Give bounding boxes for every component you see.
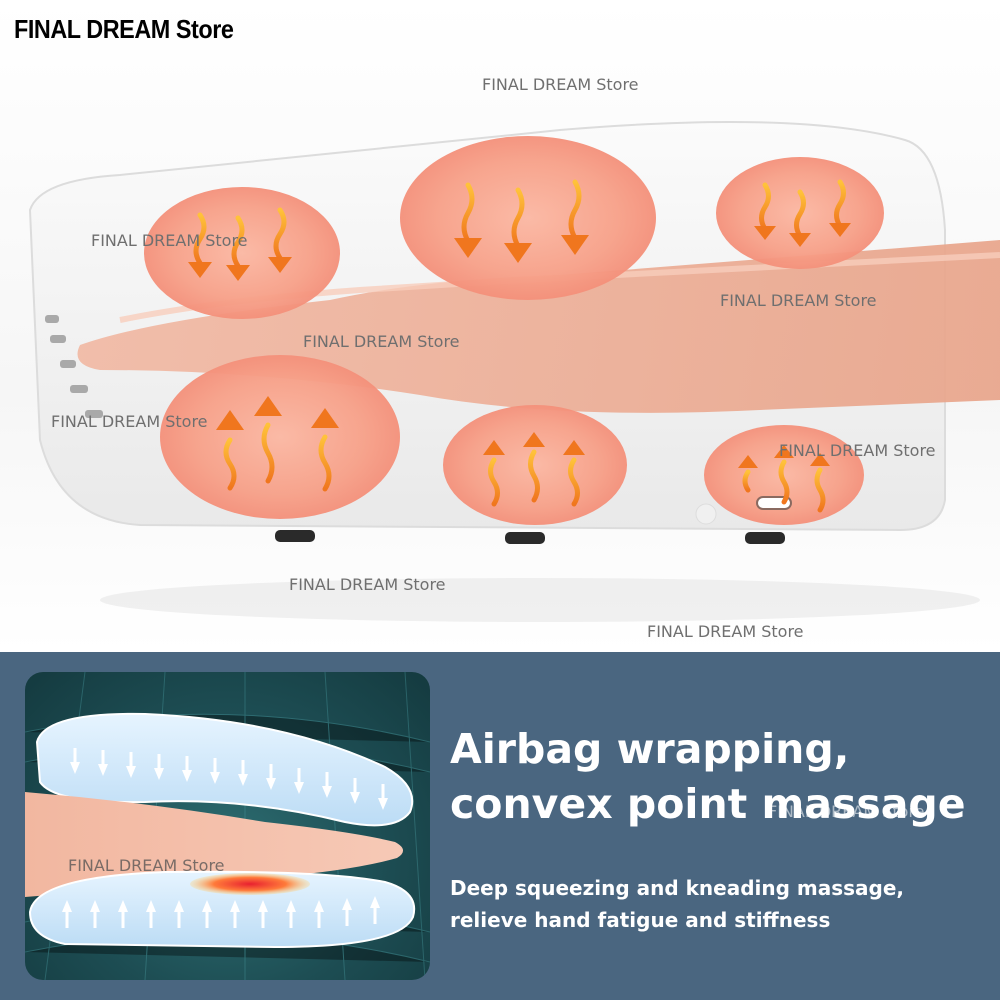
watermark: FINAL DREAM Store	[768, 802, 925, 821]
watermark: FINAL DREAM Store	[482, 75, 639, 94]
watermark: FINAL DREAM Store	[647, 622, 804, 641]
watermark: FINAL DREAM Store	[779, 441, 936, 460]
watermark: FINAL DREAM Store	[91, 231, 248, 250]
watermark: FINAL DREAM Store	[289, 575, 446, 594]
description-line-2: relieve hand fatigue and stiffness	[450, 908, 831, 932]
watermark: FINAL DREAM Store	[68, 856, 225, 875]
watermark: FINAL DREAM Store	[720, 291, 877, 310]
feature-panel: FINAL DREAM Store Airbag wrapping, conve…	[0, 652, 1000, 1000]
airbag-graphic	[25, 672, 430, 980]
airbag-illustration: FINAL DREAM Store	[25, 672, 430, 980]
feature-headline: Airbag wrapping, convex point massage	[450, 722, 966, 832]
hand-massager-illustration	[28, 121, 1000, 622]
feature-description: Deep squeezing and kneading massage, rel…	[450, 872, 904, 936]
product-image-area: FINAL DREAM Store FINAL DREAM Store FINA…	[0, 0, 1000, 652]
store-brand-title: FINAL DREAM Store	[14, 14, 234, 44]
watermark: FINAL DREAM Store	[303, 332, 460, 351]
headline-line-1: Airbag wrapping,	[450, 725, 850, 773]
watermark: FINAL DREAM Store	[51, 412, 208, 431]
description-line-1: Deep squeezing and kneading massage,	[450, 876, 905, 900]
headline-line-2: convex point massage	[450, 780, 966, 828]
